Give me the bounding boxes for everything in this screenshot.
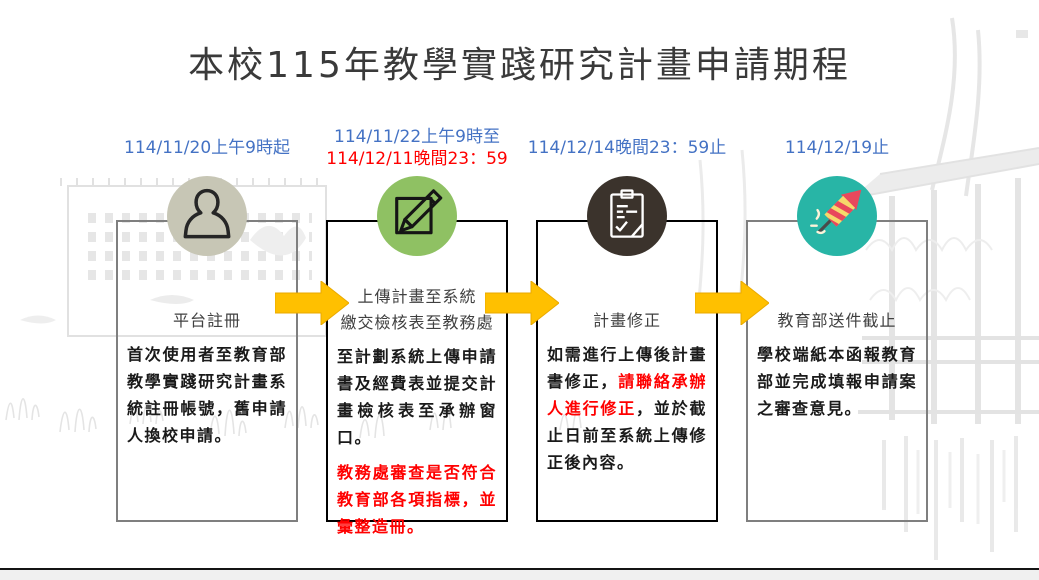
step-icon-circle — [167, 176, 247, 256]
step-icon-circle — [377, 176, 457, 256]
step-heading: 計畫修正 — [547, 308, 707, 334]
body-text: 如需進行上傳後計畫書修正， — [547, 345, 707, 391]
step-dates: 114/12/19止 — [707, 120, 967, 176]
step-paragraph: 至計劃系統上傳申請書及經費表並提交計畫檢核表至承辦窗口。 — [337, 343, 497, 451]
step-moe-submission-deadline: 114/12/19止 教育部送件截止 學校端紙本函報教育部並完成填報申請案之審查… — [746, 120, 928, 522]
step-paragraph: 首次使用者至教育部教學實踐研究計畫系統註冊帳號，舊申請人換校申請。 — [127, 341, 287, 449]
footer-divider — [0, 568, 1039, 570]
step-body: 學校端紙本函報教育部並完成填報申請案之審查意見。 — [757, 341, 917, 422]
body-text: 至計劃系統上傳申請書及經費表並提交計畫檢核表至承辦窗口。 — [337, 347, 497, 447]
footer-strip — [0, 570, 1039, 580]
step-heading: 平台註冊 — [127, 308, 287, 334]
step-plan-revision: 114/12/14晚間23：59止 計畫修正 如需進行上傳後計畫書修正，請聯絡承… — [528, 120, 726, 522]
pencil-edit-icon — [378, 175, 456, 257]
step-date: 114/12/14晚間23：59止 — [527, 138, 727, 158]
step-paragraph: 學校端紙本函報教育部並完成填報申請案之審查意見。 — [757, 341, 917, 422]
step-heading-line: 平台註冊 — [172, 311, 241, 330]
step-platform-registration: 114/11/20上午9時起 平台註冊 首次使用者至教育部教學實踐研究計畫系統註… — [116, 120, 298, 522]
step-box: 教育部送件截止 學校端紙本函報教育部並完成填報申請案之審查意見。 — [746, 220, 928, 522]
alert-text: 教務處審查是否符合教育部各項指標，並彙整造冊。 — [337, 463, 497, 536]
firecracker-icon — [798, 175, 876, 257]
step-heading-line: 繳交檢核表至教務處 — [340, 313, 494, 332]
page-title: 本校115年教學實踐研究計畫申請期程 — [188, 45, 851, 86]
step-body: 至計劃系統上傳申請書及經費表並提交計畫檢核表至承辦窗口。教務處審查是否符合教育部… — [337, 343, 497, 540]
step-heading-line: 計畫修正 — [592, 311, 661, 330]
person-icon — [168, 175, 246, 257]
step-body: 首次使用者至教育部教學實踐研究計畫系統註冊帳號，舊申請人換校申請。 — [127, 341, 287, 449]
step-body: 如需進行上傳後計畫書修正，請聯絡承辦人進行修正，並於截止日前至系統上傳修正後內容… — [547, 341, 707, 476]
step-dates: 114/12/14晚間23：59止 — [497, 120, 757, 176]
flow-arrow-icon — [694, 279, 770, 327]
flow-arrow-icon — [274, 279, 350, 327]
step-heading-line: 教育部送件截止 — [777, 311, 897, 330]
flow-arrow-icon — [484, 279, 560, 327]
step-date: 114/11/22上午9時至 — [334, 127, 500, 147]
step-heading-line: 上傳計畫至系統 — [357, 287, 477, 306]
body-text: ，並於截止日前至系統上傳修正後內容。 — [547, 399, 707, 472]
step-paragraph: 如需進行上傳後計畫書修正，請聯絡承辦人進行修正，並於截止日前至系統上傳修正後內容… — [547, 341, 707, 476]
step-icon-circle — [587, 176, 667, 256]
step-box: 計畫修正 如需進行上傳後計畫書修正，請聯絡承辦人進行修正，並於截止日前至系統上傳… — [536, 220, 718, 522]
step-heading: 上傳計畫至系統繳交檢核表至教務處 — [337, 284, 497, 336]
step-date: 114/12/11晚間23：59 — [326, 149, 508, 169]
step-dates: 114/11/20上午9時起 — [77, 120, 337, 176]
step-icon-circle — [797, 176, 877, 256]
body-text: 學校端紙本函報教育部並完成填報申請案之審查意見。 — [757, 345, 917, 418]
step-paragraph: 教務處審查是否符合教育部各項指標，並彙整造冊。 — [337, 459, 497, 540]
alert-text: 請聯絡承辦人進行修正 — [547, 372, 707, 418]
step-heading: 教育部送件截止 — [757, 308, 917, 334]
step-box: 平台註冊 首次使用者至教育部教學實踐研究計畫系統註冊帳號，舊申請人換校申請。 — [116, 220, 298, 522]
step-box: 上傳計畫至系統繳交檢核表至教務處 至計劃系統上傳申請書及經費表並提交計畫檢核表至… — [326, 220, 508, 536]
step-date: 114/11/20上午9時起 — [124, 138, 290, 158]
step-date: 114/12/19止 — [784, 138, 890, 158]
clipboard-check-icon — [588, 175, 666, 257]
body-text: 首次使用者至教育部教學實踐研究計畫系統註冊帳號，舊申請人換校申請。 — [127, 345, 287, 445]
